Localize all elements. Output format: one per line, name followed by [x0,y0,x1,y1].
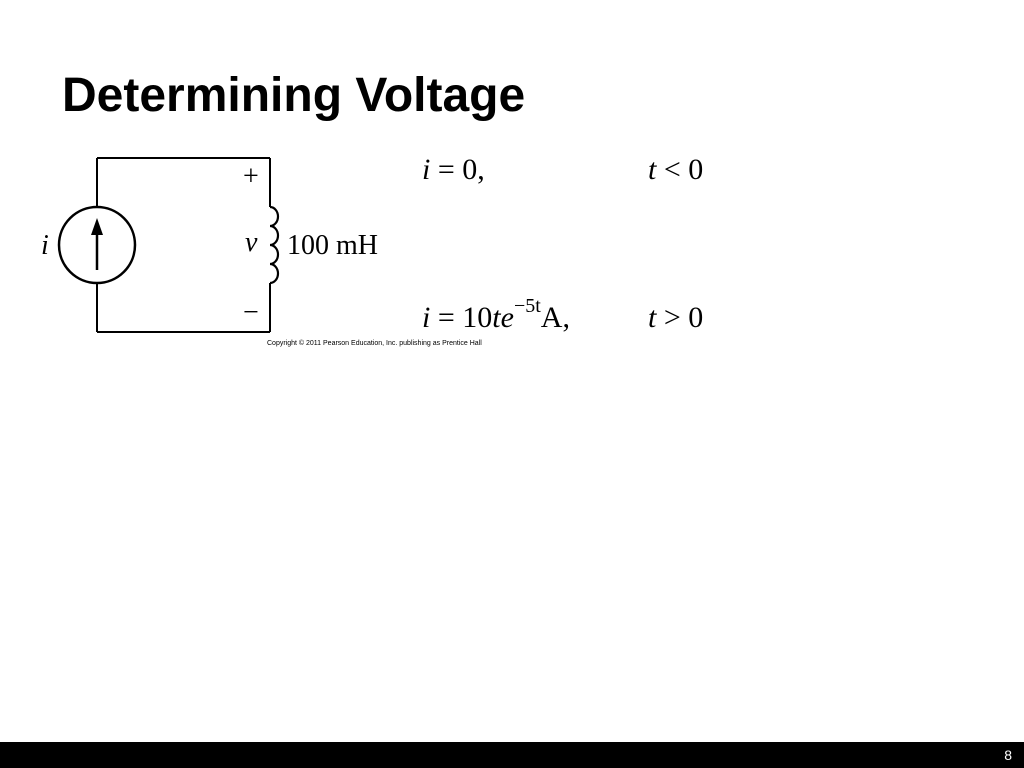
slide-title: Determining Voltage [62,69,526,122]
circuit-diagram: i + v − 100 mH [41,157,378,333]
cond1-inequality: < 0 [656,153,704,186]
source-current-label: i [41,230,49,261]
eq2-t: t [492,301,501,334]
eq2-unit: A, [540,301,570,334]
eq2-variable: i [422,301,431,334]
footer-bar: 8 [0,742,1024,768]
condition-before: t < 0 [648,152,703,188]
plus-sign: + [243,161,259,192]
voltage-label: v [245,227,258,258]
eq1-equals: = [430,153,463,186]
cond2-variable: t [648,301,657,334]
eq2-exponent: −5t [513,295,541,317]
eq2-coefficient: 10 [462,301,493,334]
equation-before: i = 0, [422,152,485,188]
cond2-inequality: > 0 [656,301,704,334]
eq2-equals: = [430,301,463,334]
circuit-wires [96,157,271,333]
eq1-value: 0, [462,153,485,186]
condition-after: t > 0 [648,300,703,336]
copyright-notice: Copyright © 2011 Pearson Education, Inc.… [267,340,482,347]
inductor-value-label: 100 mH [287,230,378,261]
eq2-e: e [500,301,514,334]
page-number: 8 [1004,747,1012,763]
equation-after: i = 10te−5tA, [422,296,570,336]
cond1-variable: t [648,153,657,186]
current-source [57,205,137,285]
inductor-coil [269,205,280,285]
minus-sign: − [243,297,259,328]
eq1-variable: i [422,153,431,186]
